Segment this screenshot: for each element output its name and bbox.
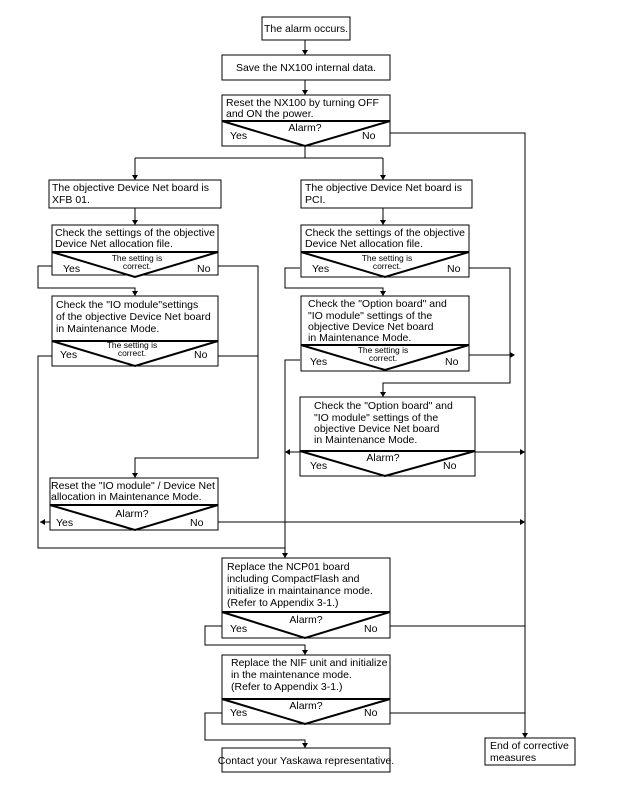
reset-io-module-decision: Reset the "IO module" / Device Net alloc…	[49, 477, 219, 532]
left-check-io-no: No	[194, 349, 208, 361]
start-box: The alarm occurs.	[261, 16, 351, 41]
right-check-allocation-question-1: The setting is	[362, 253, 413, 263]
start-label: The alarm occurs.	[264, 23, 348, 35]
right-check-option-alarm-line-2: "IO module" settings of the	[314, 412, 438, 424]
replace-nif-line-1: Replace the NIF unit and initialize	[231, 657, 388, 669]
right-check-allocation-question-2: correct.	[373, 261, 401, 271]
replace-ncp01-no: No	[364, 623, 378, 635]
reset-power-decision: Reset the NX100 by turning OFF and ON th…	[221, 94, 391, 148]
replace-nif-line-3: (Refer to Appendix 3-1.)	[231, 681, 342, 693]
replace-nif-yes: Yes	[230, 707, 247, 719]
left-check-allocation-line-2: Device Net allocation file.	[55, 238, 173, 250]
right-check-allocation-line-1: Check the settings of the objective	[305, 227, 465, 239]
right-check-option-alarm-no: No	[443, 460, 457, 472]
left-check-io-yes: Yes	[60, 349, 77, 361]
replace-ncp01-line-4: (Refer to Appendix 3-1.)	[227, 597, 338, 609]
reset-io-module-line-2: allocation in Maintenance Mode.	[51, 491, 202, 503]
left-check-allocation-question-2: correct.	[123, 261, 151, 271]
save-data-label: Save the NX100 internal data.	[236, 62, 376, 74]
right-check-option-question-2: correct.	[369, 353, 397, 363]
pci-board-line-2: PCI.	[305, 194, 325, 206]
reset-io-module-question: Alarm?	[115, 508, 148, 520]
right-check-option-question-1: The setting is	[358, 345, 409, 355]
left-check-io-line-3: in Maintenance Mode.	[56, 323, 159, 335]
left-check-allocation-decision: Check the settings of the objective Devi…	[51, 224, 219, 279]
right-check-allocation-decision: Check the settings of the objective Devi…	[300, 224, 470, 279]
left-check-io-question-1: The setting is	[107, 340, 158, 350]
xfb-board-box: The objective Device Net board is XFB 01…	[48, 179, 222, 209]
save-data-box: Save the NX100 internal data.	[221, 54, 391, 81]
left-check-allocation-yes: Yes	[63, 263, 80, 275]
left-check-io-line-2: of the objective Device Net board	[56, 311, 211, 323]
pci-board-box: The objective Device Net board is PCI.	[300, 179, 473, 209]
right-check-option-alarm-line-4: in Maintenance Mode.	[314, 434, 417, 446]
replace-ncp01-line-1: Replace the NCP01 board	[227, 561, 350, 573]
reset-power-line-1: Reset the NX100 by turning OFF	[226, 97, 379, 109]
right-check-option-alarm-line-3: objective Device Net board	[314, 423, 440, 435]
right-check-option-line-2: "IO module" settings of the	[308, 310, 432, 322]
xfb-board-line-2: XFB 01.	[52, 194, 90, 206]
contact-label: Contact your Yaskawa representative.	[218, 755, 394, 767]
replace-ncp01-decision: Replace the NCP01 board including Compac…	[221, 557, 391, 640]
right-check-option-yes: Yes	[310, 356, 327, 368]
right-check-option-no: No	[445, 356, 459, 368]
right-check-option-line-3: objective Device Net board	[308, 321, 434, 333]
right-check-option-alarm-decision: Check the "Option board" and "IO module"…	[299, 396, 476, 478]
right-check-option-alarm-yes: Yes	[310, 460, 327, 472]
left-check-io-line-1: Check the "IO module"settings	[56, 299, 198, 311]
replace-ncp01-line-2: including CompactFlash and	[227, 573, 360, 585]
right-check-allocation-no: No	[447, 263, 461, 275]
left-check-allocation-no: No	[197, 263, 211, 275]
reset-power-question: Alarm?	[288, 122, 321, 134]
reset-io-module-line-1: Reset the "IO module" / Device Net	[51, 480, 215, 492]
connectors	[37, 40, 526, 748]
pci-board-line-1: The objective Device Net board is	[305, 182, 462, 194]
reset-power-line-2: and ON the power.	[226, 108, 314, 120]
left-check-io-question-2: correct.	[118, 348, 146, 358]
replace-ncp01-question: Alarm?	[289, 614, 322, 626]
replace-nif-line-2: in the maintenance mode.	[231, 669, 352, 681]
right-check-option-alarm-question: Alarm?	[366, 452, 399, 464]
contact-box: Contact your Yaskawa representative.	[218, 747, 394, 773]
right-check-allocation-yes: Yes	[312, 263, 329, 275]
replace-ncp01-line-3: initialize in maintainance mode.	[227, 585, 373, 597]
reset-io-module-no: No	[190, 517, 204, 529]
xfb-board-line-1: The objective Device Net board is	[52, 182, 209, 194]
right-check-option-alarm-line-1: Check the "Option board" and	[314, 400, 453, 412]
reset-io-module-yes: Yes	[56, 517, 73, 529]
end-line-1: End of corrective	[490, 740, 569, 752]
right-check-option-line-1: Check the "Option board" and	[308, 298, 447, 310]
replace-nif-question: Alarm?	[289, 700, 322, 712]
replace-nif-no: No	[364, 707, 378, 719]
reset-power-no: No	[362, 130, 376, 142]
right-check-option-decision: Check the "Option board" and "IO module"…	[300, 295, 470, 372]
left-check-io-decision: Check the "IO module"settings of the obj…	[51, 295, 219, 368]
left-check-allocation-line-1: Check the settings of the objective	[55, 227, 215, 239]
arrowheads	[40, 50, 528, 748]
left-check-allocation-question-1: The setting is	[112, 253, 163, 263]
right-check-allocation-line-2: Device Net allocation file.	[305, 238, 423, 250]
end-line-2: measures	[490, 752, 536, 764]
replace-nif-decision: Replace the NIF unit and initialize in t…	[221, 654, 391, 726]
end-box: End of corrective measures	[484, 737, 576, 766]
reset-power-yes: Yes	[230, 130, 247, 142]
right-check-option-line-4: in Maintenance Mode.	[308, 332, 411, 344]
replace-ncp01-yes: Yes	[230, 623, 247, 635]
